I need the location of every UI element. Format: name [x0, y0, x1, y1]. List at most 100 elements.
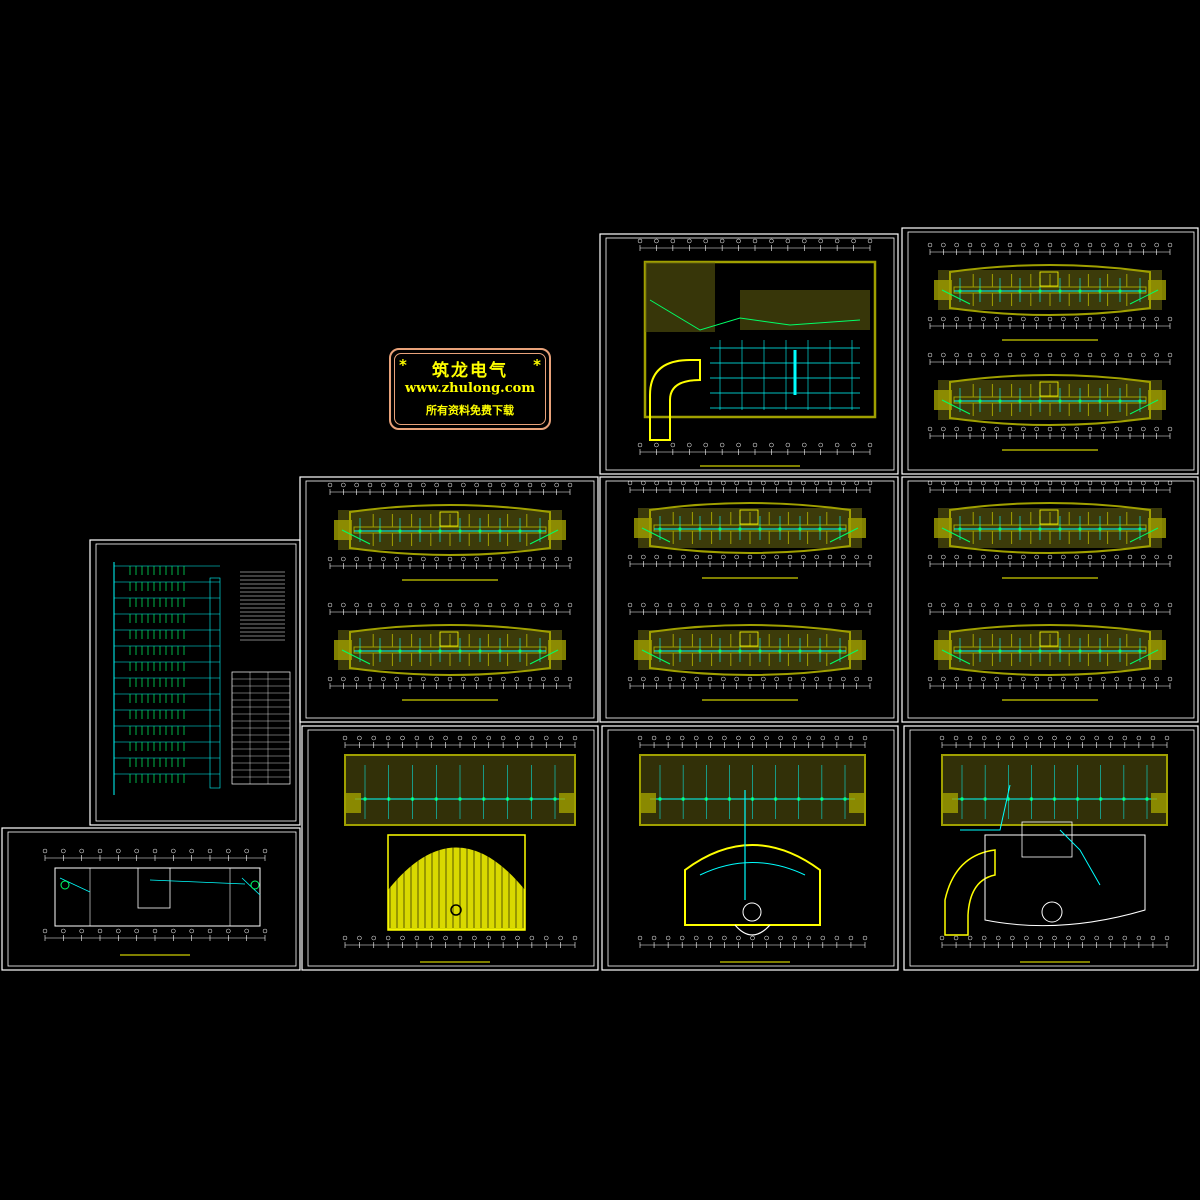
axis-bubble: [134, 848, 139, 854]
roof-plan: [42, 848, 268, 956]
axis-bubble: [703, 442, 708, 448]
axis-bubble: [443, 935, 448, 941]
ground-floor-hall: [342, 735, 578, 963]
axis-bubble: [1007, 242, 1013, 248]
axis-bubble: [1010, 935, 1015, 941]
axis-bubble: [981, 554, 986, 560]
light-fixture: [1118, 399, 1122, 403]
axis-bubble: [694, 935, 699, 941]
axis-bubble: [802, 238, 807, 244]
axis-bubble: [1127, 352, 1133, 358]
axis-bubble: [747, 676, 753, 682]
axis-bubble: [1127, 480, 1133, 486]
axis-bubble: [854, 554, 859, 560]
roof-fixture: [60, 880, 70, 890]
roof-fixture: [250, 880, 260, 890]
axis-bubble: [527, 676, 533, 682]
light-fixture: [438, 529, 442, 533]
sheet-outer-border: [1, 827, 301, 971]
stamp-url: www.zhulong.com: [404, 381, 536, 396]
axis-bubble: [1114, 426, 1119, 432]
axis-bubble: [394, 676, 399, 682]
axis-bubble: [1101, 316, 1106, 322]
axis-bubble: [461, 602, 466, 608]
axis-bubble: [867, 480, 873, 486]
axis-bubble: [761, 554, 766, 560]
wiring-diagonal: [641, 649, 859, 665]
axis-bubble: [769, 442, 774, 448]
axis-bubble: [981, 426, 986, 432]
axis-bubble: [567, 602, 573, 608]
axis-bubble: [367, 482, 373, 488]
axis-bubble: [1021, 352, 1026, 358]
hall-center-mark: [450, 904, 462, 916]
building-outline: [349, 624, 551, 676]
axis-bubble: [171, 848, 176, 854]
axis-bubble: [1154, 352, 1159, 358]
axis-bubble: [787, 480, 793, 486]
axis-bubble: [637, 442, 643, 448]
axis-bubble: [1127, 242, 1133, 248]
axis-bubble: [1007, 602, 1013, 608]
axis-bubble: [841, 480, 846, 486]
axis-bubble: [834, 238, 840, 244]
wiring-diagonal: [341, 529, 559, 545]
light-fixture: [978, 527, 982, 531]
axis-bubble: [544, 735, 549, 741]
axis-bubble: [134, 928, 139, 934]
light-fixture: [1078, 399, 1082, 403]
axis-bubble: [1024, 935, 1029, 941]
building-outline: [949, 502, 1151, 554]
wiring-arc: [699, 862, 806, 876]
stair-left: [640, 793, 656, 813]
axis-bubble: [954, 554, 959, 560]
axis-bubble: [707, 676, 713, 682]
wiring-diagonal: [941, 289, 1159, 305]
axis-bubble: [1074, 426, 1079, 432]
axis-bubble: [1021, 242, 1026, 248]
axis-bubble: [1034, 480, 1039, 486]
light-fixture: [778, 527, 782, 531]
axis-bubble: [152, 848, 158, 854]
axis-bubble: [1167, 426, 1173, 432]
axis-bubble: [1061, 480, 1066, 486]
axis-bubble: [1066, 735, 1071, 741]
axis-bubble: [1114, 554, 1119, 560]
axis-bubble: [707, 554, 713, 560]
light-fixture: [738, 527, 742, 531]
axis-bubble: [371, 735, 376, 741]
sheet-plan-ground-left: [301, 725, 599, 971]
axis-bubble: [792, 935, 797, 941]
axis-bubble: [654, 602, 659, 608]
axis-bubble: [501, 602, 506, 608]
axis-bubble: [834, 935, 840, 941]
axis-bubble: [827, 602, 833, 608]
light-fixture: [518, 649, 522, 653]
light-fixture: [978, 399, 982, 403]
axis-bubble: [1108, 935, 1113, 941]
curved-ramp: [649, 359, 701, 441]
light-fixture: [1058, 289, 1062, 293]
axis-bubble: [486, 935, 491, 941]
axis-bubble: [778, 935, 783, 941]
light-fixture: [778, 649, 782, 653]
axis-bubble: [801, 602, 806, 608]
axis-bubble: [474, 556, 479, 562]
axis-bubble: [1052, 735, 1057, 741]
axis-bubble: [486, 735, 491, 741]
axis-bubble: [641, 554, 646, 560]
axis-bubble: [1094, 935, 1099, 941]
axis-bubble: [1021, 676, 1026, 682]
axis-bubble: [1167, 554, 1173, 560]
sheet-inner-border: [607, 729, 895, 967]
axis-bubble: [1007, 480, 1013, 486]
axis-bubble: [514, 556, 519, 562]
axis-bubble: [457, 735, 463, 741]
axis-bubble: [97, 848, 103, 854]
axis-bubble: [371, 935, 376, 941]
axis-bubble: [342, 935, 348, 941]
axis-bubble: [806, 935, 811, 941]
axis-bubble: [967, 554, 973, 560]
axis-bubble: [1021, 480, 1026, 486]
wiring-diagonal: [941, 649, 1159, 665]
